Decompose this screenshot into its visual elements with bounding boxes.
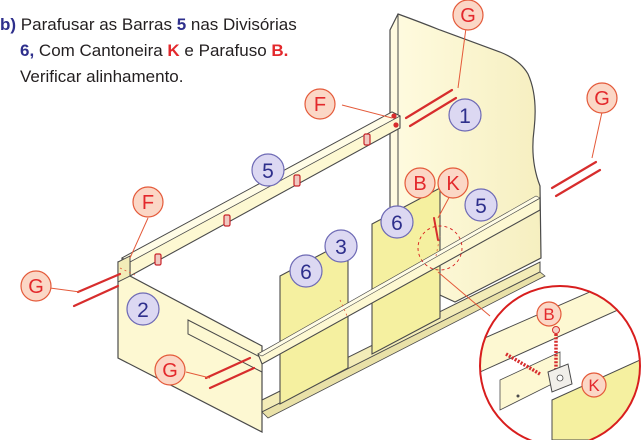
callout-part-3: 3 [324,229,358,263]
callout-part-5-top-label: 5 [262,160,274,183]
callout-g-left-label: G [28,276,44,298]
callout-part-5-top: 5 [251,153,285,187]
screw-b [433,217,439,241]
instruction-text-1-tail: nas Divisórias [186,15,297,34]
callout-g-left: G [20,270,52,302]
screw-pair-right [550,160,602,198]
callout-g-bottom-label: G [162,360,178,382]
step-letter: b) [0,15,17,34]
callout-g-bottom: G [154,354,186,386]
detail-zoom [479,285,641,440]
callout-f-top-label: F [314,94,326,116]
callout-k: K [437,167,469,199]
callout-g-right: G [586,82,618,114]
instruction-line-3: Verificar alinhamento. [20,67,184,86]
callout-part-2-label: 2 [137,299,149,322]
callout-g-top-label: G [460,5,476,27]
detail-callout-k: K [581,372,607,398]
screw-pair-top [404,88,458,128]
callout-part-1-label: 1 [459,105,471,128]
callout-f-top: F [304,88,336,120]
callout-leaders [49,27,603,379]
callout-k-label: K [446,173,460,195]
middle-rail-top [257,195,541,357]
assembly-instruction: b) Parafusar as Barras 5 nas Divisórias … [0,12,380,90]
detail-source-ring [417,225,463,271]
callout-part-5-right-label: 5 [475,195,487,218]
instruction-line-2: 6, Com Cantoneira K e Parafuso B. [0,38,380,64]
callout-part-6-left: 6 [289,254,323,288]
divider-number: 6, [20,41,35,60]
instruction-line-1: b) Parafusar as Barras 5 nas Divisórias [0,12,380,38]
base-plank [261,271,546,419]
instruction-text-1: Parafusar as Barras [20,15,177,34]
front-lower-rail [187,319,263,373]
instruction-text-2-mid: e Parafuso [179,41,272,60]
instruction-text-2: Com Cantoneira [34,41,168,60]
callout-part-6-left-label: 6 [300,261,312,284]
bracket-letter: K [167,41,180,60]
callout-part-6-right: 6 [380,205,414,239]
bracket-row [154,133,371,266]
callout-b: B [404,167,436,199]
dowel-holes [391,113,399,128]
callout-part-5-right: 5 [464,188,498,222]
callout-g-top: G [452,0,484,31]
detail-callout-b: B [536,301,562,327]
screw-letter: B. [271,41,289,60]
detail-callout-b-label: B [543,305,554,324]
callout-f-left: F [132,186,164,218]
screw-pair-left [72,272,122,308]
callout-part-6-right-label: 6 [391,212,403,235]
callout-g-right-label: G [594,88,610,110]
back-rail-top-face [121,111,401,263]
guide-lines [119,235,441,319]
callout-part-1: 1 [448,98,482,132]
callout-part-2: 2 [126,292,160,326]
screw-pair-bottom [204,356,256,390]
callout-b-label: B [413,173,426,195]
callout-f-left-label: F [142,192,154,214]
detail-callout-k-label: K [588,376,600,395]
bar-number: 5 [176,15,187,34]
callout-part-3-label: 3 [335,236,347,259]
